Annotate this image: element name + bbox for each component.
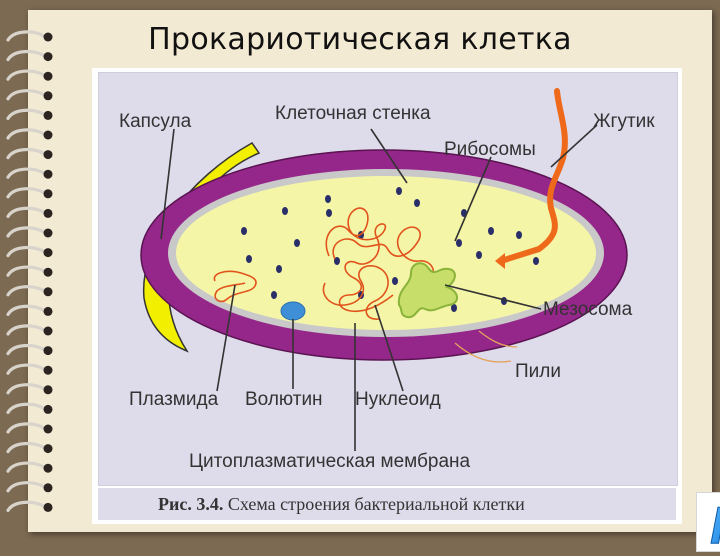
figure-caption: Рис. 3.4. Схема строения бактериальной к… [158,494,525,515]
leader-nucleoid [374,304,404,392]
spiral-ring [6,265,53,277]
spiral-ring [6,481,53,493]
ribosome [451,304,457,312]
f-logo: F [696,492,720,556]
figure-panel: Капсула Клеточная стенка Рибосомы Жгутик… [92,68,720,556]
prokaryotic-cell-diagram [140,88,628,451]
spiral-ring [6,285,53,297]
spiral-ring [6,167,53,179]
label-capsule: Капсула [119,111,192,132]
ribosome [271,291,277,299]
spiral-ring [6,245,53,258]
label-mesosome: Мезосома [543,299,633,320]
cytoplasm [176,176,596,330]
label-pili: Пили [515,361,561,382]
ribosome [488,227,494,235]
volutin [280,301,306,321]
label-cytoplasmic-membrane: Цитоплазматическая мембрана [189,451,471,472]
label-ribosomes: Рибосомы [444,139,536,160]
flagellum [498,88,568,264]
ribosome [533,257,539,265]
leader-cell-wall [370,128,408,184]
leader-plasmid [216,284,236,392]
ribosome [456,239,462,247]
mesosome [397,262,458,319]
label-cell-wall: Клеточная стенка [275,103,431,124]
ribosome [414,199,420,207]
spiral-ring [6,441,53,454]
ribosome [326,209,332,217]
label-volutin: Волютин [245,389,323,410]
label-flagellum: Жгутик [593,111,655,132]
caption-number: Рис. 3.4. [158,494,224,514]
spiral-ring [6,69,53,81]
f-logo-icon: F [710,497,720,556]
leader-capsule [160,128,175,240]
figure-canvas: Капсула Клеточная стенка Рибосомы Жгутик… [98,72,678,486]
spiral-ring [6,343,53,356]
leader-flagellum [550,124,598,168]
ribosome [392,277,398,285]
ribosome [334,257,340,265]
caption-text: Схема строения бактериальной клетки [227,494,525,514]
spiral-ring [6,324,53,336]
spiral-ring [6,304,53,316]
label-plasmid: Плазмида [129,389,219,410]
spiral-ring [6,461,53,473]
leader-ribosomes [454,156,492,242]
ribosome [246,255,252,263]
notebook-spiral-binding [6,30,53,512]
spiral-ring [6,89,53,101]
spiral-ring [6,206,53,218]
page-title: Прокариотическая клетка [148,22,572,57]
logo-letter: F [710,497,720,551]
spiral-ring [6,187,53,199]
spiral-ring [6,108,53,120]
label-nucleoid: Нуклеоид [355,389,441,410]
caption-bar: Рис. 3.4. Схема строения бактериальной к… [98,488,676,520]
plasmid [213,270,257,303]
leader-mesosome [444,284,542,310]
spiral-ring [6,49,53,62]
ribosome [282,207,288,215]
spiral-ring [6,226,53,238]
pili [454,330,518,363]
spiral-ring [6,147,53,160]
ribosome [516,231,522,239]
spiral-ring [6,363,53,375]
spiral-ring [6,402,53,414]
spiral-ring [6,128,53,140]
ribosome [476,251,482,259]
ribosome [396,187,402,195]
ribosome [294,239,300,247]
spiral-ring [6,422,53,434]
flagellum-base [495,253,505,269]
ribosome [325,195,331,203]
spiral-ring [6,500,53,512]
leader-lines [160,124,598,451]
spiral-ring [6,30,53,42]
spiral-ring [6,383,53,395]
ribosome [241,227,247,235]
ribosome [276,265,282,273]
